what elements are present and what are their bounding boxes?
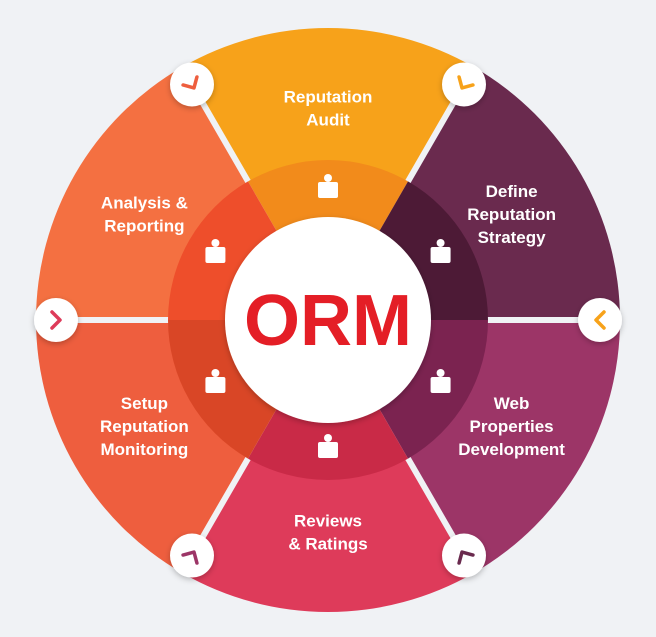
segment-label-analysis-reporting: Reporting	[104, 217, 184, 236]
segment-label-define-reputation-strategy: Define	[486, 182, 538, 201]
chevron-right-icon	[442, 62, 486, 107]
segment-label-setup-reputation-monitoring: Reputation	[100, 417, 189, 436]
segment-label-define-reputation-strategy: Reputation	[467, 205, 556, 224]
web-monitor-icon	[430, 369, 451, 393]
segment-label-web-properties-development: Development	[458, 440, 565, 459]
segment-label-analysis-reporting: Analysis &	[101, 194, 188, 213]
segment-label-setup-reputation-monitoring: Monitoring	[100, 440, 188, 459]
segment-label-setup-reputation-monitoring: Setup	[121, 394, 168, 413]
chevron-left-icon	[170, 533, 214, 578]
segment-label-web-properties-development: Properties	[470, 417, 554, 436]
chevron-up-icon	[170, 62, 214, 107]
segment-label-web-properties-development: Web	[494, 394, 530, 413]
chevron-up-left-icon	[34, 298, 78, 342]
segment-label-reviews-ratings: & Ratings	[288, 535, 367, 554]
monitoring-screen-icon	[205, 369, 226, 393]
segment-label-reputation-audit: Audit	[306, 111, 350, 130]
chevron-down-left-icon	[578, 298, 622, 342]
segment-label-define-reputation-strategy: Strategy	[478, 228, 547, 247]
center-circle	[225, 217, 431, 423]
segment-label-reputation-audit: Reputation	[284, 88, 373, 107]
chevron-down-icon	[442, 533, 486, 578]
segment-label-reviews-ratings: Reviews	[294, 512, 362, 531]
rating-person-icon	[318, 174, 338, 198]
rating-hand-icon	[318, 434, 338, 458]
idea-person-icon	[430, 239, 451, 263]
center-label: ORM	[244, 281, 412, 361]
pie-chart-icon	[205, 239, 226, 263]
